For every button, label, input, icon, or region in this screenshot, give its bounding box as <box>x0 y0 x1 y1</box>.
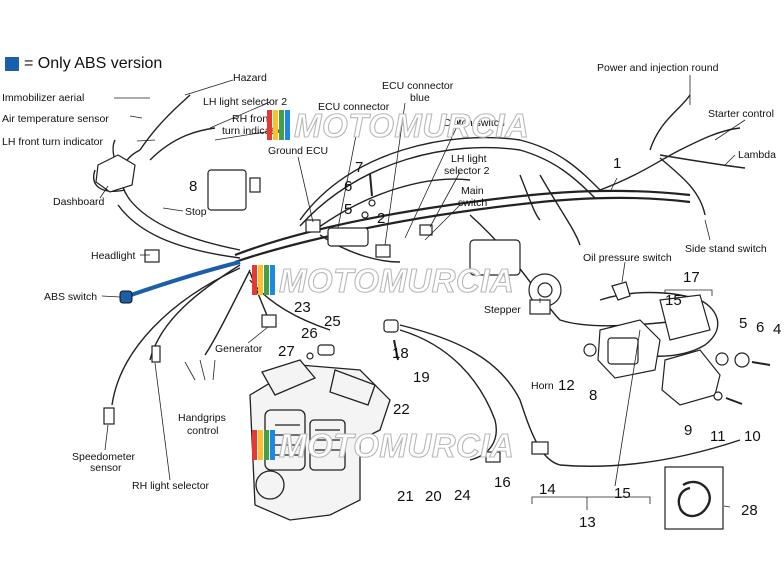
label-lh-light-mid-line2: selector 2 <box>444 165 490 177</box>
engine-block <box>249 359 391 521</box>
label-lh-light-mid-line1: LH light <box>451 153 487 165</box>
part-number-24: 24 <box>454 487 471 504</box>
labels: Hazard Immobilizer aerial Air temperatur… <box>2 62 776 492</box>
label-main-switch-line2: switch <box>458 197 487 209</box>
label-speedometer-line1: Speedometer <box>72 451 136 463</box>
part-number-15a: 15 <box>665 292 682 309</box>
abs-cable <box>127 260 241 298</box>
label-stop: Stop <box>185 206 207 218</box>
hose-clamp-part <box>677 480 711 518</box>
label-air-temperature-sensor: Air temperature sensor <box>2 113 109 125</box>
part-number-22: 22 <box>393 401 410 418</box>
part-number-20: 20 <box>425 488 442 505</box>
relay-part <box>207 169 247 211</box>
part-number-12: 12 <box>558 377 575 394</box>
part-number-17: 17 <box>683 269 700 286</box>
label-speedometer-line2: sensor <box>90 462 122 474</box>
part-number-1: 1 <box>613 155 621 172</box>
part-number-15b: 15 <box>614 485 631 502</box>
oil-pressure-part <box>611 281 631 301</box>
part-number-4: 4 <box>773 321 781 338</box>
part-number-5a: 5 <box>344 201 352 218</box>
label-ecu-connector-blue-line2: blue <box>410 92 430 104</box>
label-lh-light-selector-top: LH light selector 2 <box>203 96 287 108</box>
part-number-28: 28 <box>741 502 758 519</box>
abs-legend-swatch <box>5 57 19 71</box>
label-lambda: Lambda <box>738 149 776 161</box>
label-side-stand-switch: Side stand switch <box>685 243 767 255</box>
label-handgrips-line1: Handgrips <box>178 412 226 424</box>
throttle-body-part <box>469 239 562 315</box>
watermark-bottom: MOTOMURCIA <box>252 426 514 465</box>
watermark-text: MOTOMURCIA <box>279 262 514 299</box>
part-number-6a: 6 <box>344 178 352 195</box>
abs-switch-part <box>119 290 133 304</box>
label-handgrips-line2: control <box>187 425 219 437</box>
part-number-8a: 8 <box>189 178 197 195</box>
part-number-11: 11 <box>710 428 726 445</box>
components <box>95 154 771 530</box>
part-number-5b: 5 <box>739 315 747 332</box>
watermark-text: MOTOMURCIA <box>279 427 514 464</box>
label-main-switch-line1: Main <box>461 185 484 197</box>
label-hazard: Hazard <box>233 72 267 84</box>
watermark-middle: MOTOMURCIA <box>252 261 514 300</box>
legend-text: = Only ABS version <box>24 55 163 72</box>
label-clutch-switch: Clutch switch <box>443 117 505 129</box>
legend: = Only ABS version <box>5 54 162 74</box>
part-number-9: 9 <box>684 422 692 439</box>
label-oil-pressure-switch: Oil pressure switch <box>583 252 672 264</box>
part-number-10: 10 <box>744 428 761 445</box>
label-abs-switch: ABS switch <box>44 291 97 303</box>
harness-trunk <box>234 189 691 257</box>
part-number-16: 16 <box>494 474 511 491</box>
generator-part <box>261 314 277 328</box>
label-lh-front-turn-indicator: LH front turn indicator <box>2 136 103 148</box>
part-number-13: 13 <box>579 514 596 531</box>
part-number-18: 18 <box>392 345 409 362</box>
label-power-injection-round: Power and injection round <box>597 62 719 74</box>
part-numbers: 1 2 4 5 5 6 6 7 8 8 9 10 11 12 13 14 15 … <box>189 155 781 531</box>
label-generator: Generator <box>215 343 263 355</box>
leader-lines <box>99 75 746 510</box>
label-rh-front-line1: RH front <box>232 113 271 125</box>
coil-part <box>597 319 661 379</box>
label-dashboard: Dashboard <box>53 196 105 208</box>
label-ecu-connector-gray: ECU connector <box>318 101 390 113</box>
label-horn: Horn <box>531 380 554 392</box>
label-stepper: Stepper <box>484 304 521 316</box>
mount-plate-part <box>659 294 711 341</box>
clamp-inset-box <box>664 466 724 530</box>
part-number-25: 25 <box>324 313 341 330</box>
part-number-8b: 8 <box>589 387 597 404</box>
part-number-27: 27 <box>278 343 295 360</box>
bracket-part <box>661 349 721 406</box>
part-number-19: 19 <box>413 369 430 386</box>
dashboard-part <box>95 154 136 193</box>
part-number-14: 14 <box>539 481 556 498</box>
label-rh-light-selector: RH light selector <box>132 480 210 492</box>
label-starter-control: Starter control <box>708 108 774 120</box>
part-number-23: 23 <box>294 299 311 316</box>
label-ecu-connector-blue-line1: ECU connector <box>382 80 454 92</box>
ecu-connector-part <box>327 227 369 247</box>
label-immobilizer-aerial: Immobilizer aerial <box>2 92 84 104</box>
part-number-2: 2 <box>377 210 385 227</box>
speedometer-sensor-part <box>103 407 115 425</box>
label-headlight: Headlight <box>91 250 135 262</box>
watermark-text: MOTOMURCIA <box>294 107 529 144</box>
part-number-26: 26 <box>301 325 318 342</box>
part-number-21: 21 <box>397 488 414 505</box>
part-number-7: 7 <box>355 159 363 176</box>
headlight-connector-part <box>144 249 160 263</box>
part-number-6b: 6 <box>756 319 764 336</box>
watermark-top: MOTOMURCIA <box>267 106 529 145</box>
label-ground-ecu: Ground ECU <box>268 145 328 157</box>
